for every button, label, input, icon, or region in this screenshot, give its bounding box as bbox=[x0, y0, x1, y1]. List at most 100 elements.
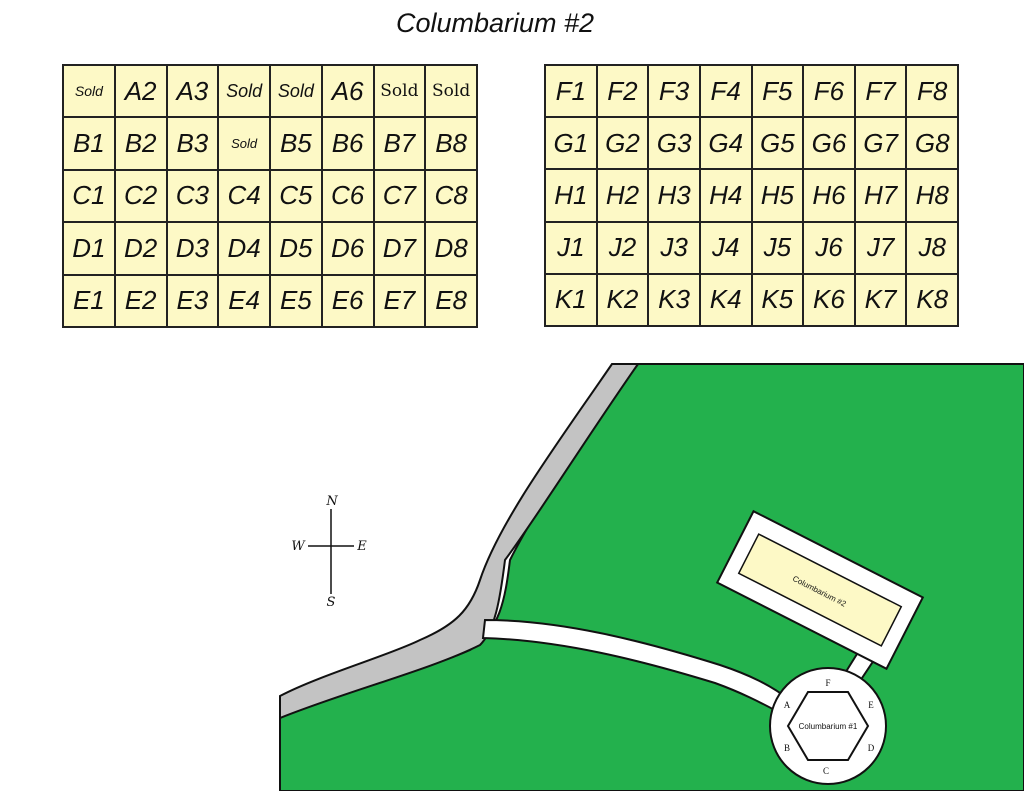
niche-cell: F8 bbox=[907, 66, 959, 119]
niche-cell: F7 bbox=[855, 66, 908, 119]
niche-cell: E4 bbox=[219, 275, 271, 328]
niche-cell: D1 bbox=[64, 223, 116, 276]
niche-cell: K5 bbox=[752, 274, 805, 327]
niche-cell: E2 bbox=[115, 275, 168, 328]
compass-north: N bbox=[325, 494, 338, 509]
niche-cell: K6 bbox=[804, 274, 856, 327]
niche-cell: C1 bbox=[64, 170, 116, 224]
niche-cell: H2 bbox=[597, 170, 650, 223]
niche-cell: G7 bbox=[855, 118, 908, 171]
niche-cell: F3 bbox=[649, 66, 701, 119]
compass-rose-icon: N S E W bbox=[291, 494, 367, 610]
niche-cell: G8 bbox=[907, 118, 959, 171]
niche-cell: E1 bbox=[64, 275, 116, 328]
niche-cell: C6 bbox=[322, 170, 375, 224]
columbarium-1-building: Columbarium #1 F E D C B A bbox=[769, 667, 887, 785]
sold-cell: Sold bbox=[426, 66, 478, 119]
compass-east: E bbox=[356, 539, 367, 554]
niche-cell: D3 bbox=[167, 223, 220, 276]
niche-cell: E5 bbox=[271, 275, 323, 328]
niche-cell: H5 bbox=[752, 170, 805, 223]
niche-cell: G6 bbox=[804, 118, 856, 171]
niche-cell: A2 bbox=[115, 66, 168, 119]
hex-label-f: F bbox=[825, 678, 830, 688]
columbarium-2-building: Columbarium #2 bbox=[715, 509, 925, 671]
niche-cell: F1 bbox=[546, 66, 598, 119]
niche-cell: C4 bbox=[219, 170, 271, 224]
hex-label-d: D bbox=[868, 743, 875, 753]
niche-cell: G4 bbox=[700, 118, 753, 171]
compass-west: W bbox=[291, 539, 306, 554]
niche-cell: E7 bbox=[374, 275, 427, 328]
niche-cell: B7 bbox=[374, 118, 427, 171]
niche-cell: G3 bbox=[649, 118, 701, 171]
niche-cell: J4 bbox=[700, 222, 753, 275]
niche-cell: J2 bbox=[597, 222, 650, 275]
niche-cell: H4 bbox=[700, 170, 753, 223]
niche-cell: K3 bbox=[649, 274, 701, 327]
niche-cell: D8 bbox=[426, 223, 478, 276]
niche-cell: H3 bbox=[649, 170, 701, 223]
niche-cell: F6 bbox=[804, 66, 856, 119]
niche-cell: K1 bbox=[546, 274, 598, 327]
niche-cell: C8 bbox=[426, 170, 478, 224]
grass-area bbox=[279, 363, 1024, 791]
sold-cell: Sold bbox=[374, 66, 427, 119]
niche-cell: E3 bbox=[167, 275, 220, 328]
niche-cell: B6 bbox=[322, 118, 375, 171]
niche-cell: A3 bbox=[167, 66, 220, 119]
niche-cell: D4 bbox=[219, 223, 271, 276]
sold-cell: Sold bbox=[219, 66, 271, 119]
niche-cell: K2 bbox=[597, 274, 650, 327]
page-title: Columbarium #2 bbox=[395, 8, 595, 38]
niche-cell: H7 bbox=[855, 170, 908, 223]
niche-cell: C5 bbox=[271, 170, 323, 224]
niche-cell: C3 bbox=[167, 170, 220, 224]
sold-cell: Sold bbox=[64, 66, 116, 119]
niche-cell: H6 bbox=[804, 170, 856, 223]
niche-cell: J7 bbox=[855, 222, 908, 275]
niche-cell: D6 bbox=[322, 223, 375, 276]
compass-south: S bbox=[327, 595, 336, 610]
niche-cell: B5 bbox=[271, 118, 323, 171]
niche-cell: G1 bbox=[546, 118, 598, 171]
hex-label-a: A bbox=[784, 700, 791, 710]
niche-cell: B3 bbox=[167, 118, 220, 171]
sold-cell: Sold bbox=[271, 66, 323, 119]
niche-cell: D2 bbox=[115, 223, 168, 276]
niche-cell: K8 bbox=[907, 274, 959, 327]
niche-cell: J1 bbox=[546, 222, 598, 275]
niche-cell: E6 bbox=[322, 275, 375, 328]
niche-cell: J3 bbox=[649, 222, 701, 275]
niche-cell: G5 bbox=[752, 118, 805, 171]
niche-cell: G2 bbox=[597, 118, 650, 171]
niche-cell: F4 bbox=[700, 66, 753, 119]
niche-cell: H8 bbox=[907, 170, 959, 223]
hex-label-e: E bbox=[868, 700, 874, 710]
niche-cell: J5 bbox=[752, 222, 805, 275]
niche-cell: J8 bbox=[907, 222, 959, 275]
hex-label-c: C bbox=[823, 766, 829, 776]
road bbox=[279, 363, 640, 720]
hex-label-b: B bbox=[784, 743, 790, 753]
niche-cell: K4 bbox=[700, 274, 753, 327]
niche-cell: C7 bbox=[374, 170, 427, 224]
sold-cell: Sold bbox=[219, 118, 271, 171]
niche-cell: E8 bbox=[426, 275, 478, 328]
niche-cell: F5 bbox=[752, 66, 805, 119]
niche-cell: D7 bbox=[374, 223, 427, 276]
niche-cell: B8 bbox=[426, 118, 478, 171]
niche-cell: B2 bbox=[115, 118, 168, 171]
niche-cell: D5 bbox=[271, 223, 323, 276]
niche-cell: J6 bbox=[804, 222, 856, 275]
niche-cell: K7 bbox=[855, 274, 908, 327]
niche-cell: A6 bbox=[322, 66, 375, 119]
niche-cell: H1 bbox=[546, 170, 598, 223]
niche-cell: C2 bbox=[115, 170, 168, 224]
columbarium-1-label: Columbarium #1 bbox=[799, 722, 858, 731]
niche-cell: F2 bbox=[597, 66, 650, 119]
niche-cell: B1 bbox=[64, 118, 116, 171]
